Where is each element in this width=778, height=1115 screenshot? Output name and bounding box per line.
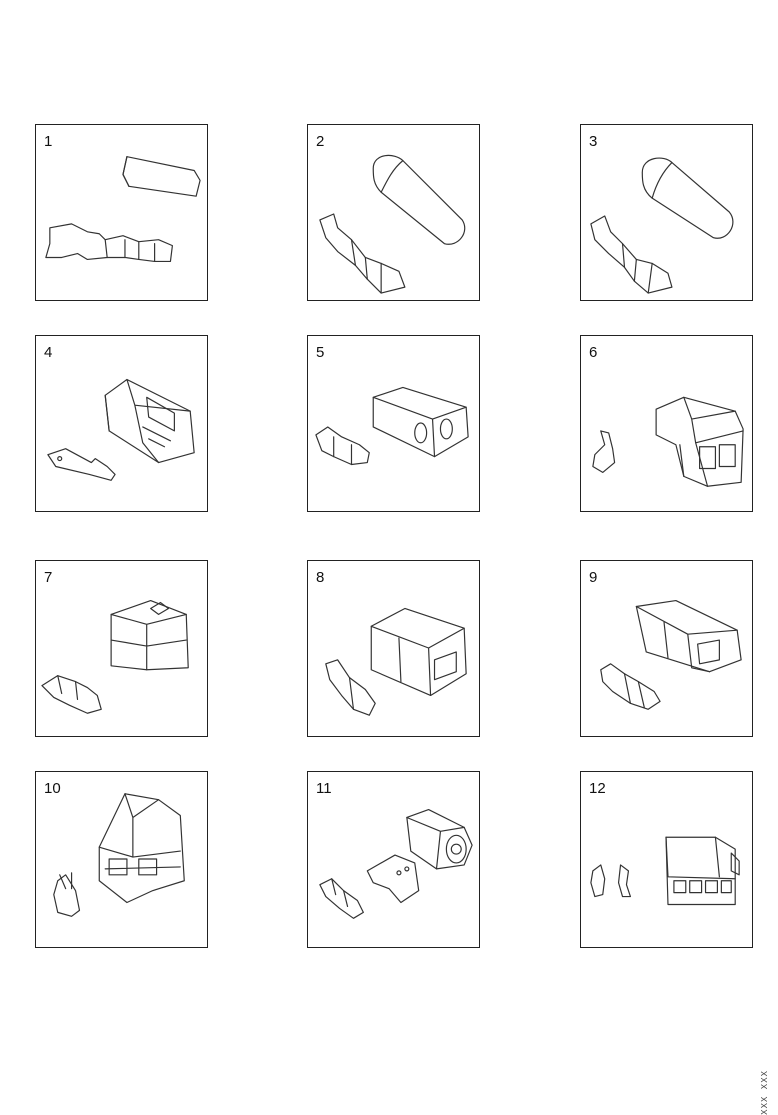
two-pin-housing-and-female-terminal-illustration [315,386,469,466]
panel-10: 10 [35,771,208,948]
panel-5: 5 [307,335,480,512]
panel-11: 11 [307,771,480,948]
multi-row-housing-and-terminals-illustration [590,836,740,906]
panel-12: 12 [580,771,753,948]
panel-number: 12 [589,780,606,797]
sealed-housing-and-terminals-illustration [319,808,473,919]
sleeve-and-flat-female-terminal-illustration [590,157,734,294]
panel-8: 8 [307,560,480,737]
panel-9: 9 [580,560,753,737]
panel-7: 7 [35,560,208,737]
sleeve-and-flat-female-terminal-illustration [319,154,466,294]
panel-3: 3 [580,124,753,301]
panel-number: 4 [44,344,53,361]
panel-number: 9 [589,569,598,586]
panel-2: 2 [307,124,480,301]
panel-number: 3 [589,133,598,150]
connector-housing-and-flat-male-terminal-illustration [47,378,195,481]
tube-insulator-and-crimp-terminal-illustration [45,156,201,263]
panel-number: 10 [44,780,61,797]
panel-number: 1 [44,133,53,150]
stacked-housing-and-female-terminal-illustration [41,599,189,714]
panel-6: 6 [580,335,753,512]
panel-number: 11 [316,780,332,797]
panel-number: 5 [316,344,325,361]
multi-pin-housing-and-female-terminal-illustration [592,396,744,487]
panel-1: 1 [35,124,208,301]
panel-4: 4 [35,335,208,512]
panel-number: 6 [589,344,598,361]
document-code: XXX XXX [760,1070,770,1115]
multi-way-housing-and-female-terminal-illustration [53,793,185,917]
panel-number: 2 [316,133,325,150]
two-cavity-housing-and-female-terminal-illustration [325,607,467,716]
angled-housing-and-female-terminal-illustration [600,599,742,710]
panel-number: 7 [44,569,53,586]
panel-number: 8 [316,569,325,586]
